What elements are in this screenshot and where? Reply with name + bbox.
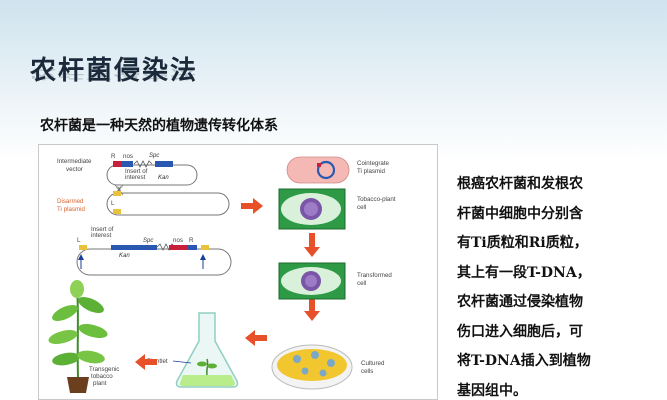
tobacco-plant-icon (48, 280, 108, 393)
slide-title: 农杆菌侵染法 (30, 56, 199, 86)
label-kan-1: Kan (158, 175, 169, 181)
figure-drawing: Intermediate vector R nos Spc Kan Insert… (48, 153, 396, 393)
label-kan-2: Kan (119, 253, 130, 259)
label-insert-2a: Insert of (91, 226, 114, 233)
arrow-left-icon-1 (245, 330, 267, 346)
petri-dish-icon (271, 344, 353, 390)
marker-yellow-3 (79, 245, 87, 250)
description-text: 根癌农杆菌和发根农 杆菌中细胞中分别含 有Ti质粒和Ri质粒， 其上有一段T-D… (457, 170, 647, 400)
description-line-5: 农杆菌通过侵染植物 (457, 294, 583, 310)
label-spc-2: Spc (143, 238, 153, 244)
description-line-2: 杆菌中细胞中分别含 (457, 205, 583, 222)
label-disarmed-2: Ti plasmid (57, 206, 86, 213)
label-intermediate-2: vector (66, 166, 83, 173)
label-spc-1: Spc (149, 153, 159, 159)
construct-loop-2 (76, 248, 232, 276)
description-line-4: 其上有一段T-DNA， (457, 264, 591, 281)
label-r-2: R (189, 237, 194, 244)
label-intermediate-1: Intermediate (57, 158, 92, 165)
marker-yellow-4 (201, 245, 209, 250)
marker-r-1 (113, 161, 121, 167)
marker-r-2 (187, 245, 197, 250)
label-insert-1a: Insert of (125, 168, 148, 175)
disarmed-plasmid-loop (106, 192, 230, 216)
marker-nos-2 (169, 245, 187, 250)
marker-yellow-1 (113, 191, 121, 196)
marker-kan-2 (111, 245, 157, 250)
description-line-7: 将T-DNA插入到植物 (457, 353, 591, 369)
label-cultured-2: cells (361, 368, 373, 375)
intermediate-vector-loop (106, 164, 198, 186)
label-disarmed-1: Disarmed (57, 198, 84, 205)
label-transgenic-2: tobacco (91, 373, 113, 380)
label-transformed-1: Transformed (357, 272, 392, 279)
label-r-1: R (111, 153, 116, 160)
arrow-right-icon (241, 198, 263, 214)
arrow-down-icon-2 (304, 297, 320, 321)
label-nos-2: nos (173, 237, 183, 244)
description-line-3: 有Ti质粒和Ri质粒， (457, 235, 588, 251)
spc-squiggle-2 (156, 243, 176, 251)
label-transformed-2: cell (357, 280, 366, 287)
slide-title-reflection: 农杆菌侵染法 (30, 66, 199, 81)
label-insert-2b: interest (91, 232, 112, 239)
red-arrows (135, 198, 320, 370)
label-insert-1b: interest (125, 174, 146, 181)
label-transgenic-1: Transgenic (89, 366, 119, 373)
tobacco-cell-icon (278, 188, 346, 230)
marker-kan-1 (155, 161, 173, 167)
label-transgenic-3: plant (93, 380, 107, 387)
label-cultured-1: Cultured (361, 360, 385, 367)
label-l-2: L (77, 237, 81, 244)
bacterium-icon (286, 156, 350, 184)
arrow-down-icon-1 (304, 233, 320, 257)
transformation-figure: Intermediate vector R nos Spc Kan Insert… (38, 144, 438, 400)
label-tobacco-cell-2: cell (357, 204, 366, 211)
slide-subtitle: 农杆菌是一种天然的植物遗传转化体系 (40, 118, 278, 134)
arrow-left-icon-2 (135, 354, 157, 370)
label-l-1: L (111, 200, 115, 207)
transformed-cell-icon (278, 262, 346, 300)
label-cointegrate-2: Ti plasmid (357, 168, 386, 175)
description-line-6: 伤口进入细胞后，可 (457, 323, 583, 340)
label-tobacco-cell-1: Tobacco-plant (357, 196, 396, 203)
marker-nos-1 (121, 161, 133, 167)
flask-icon (175, 312, 239, 388)
label-plantlet: Plantlet (147, 358, 168, 365)
spc-squiggle-1 (133, 160, 153, 168)
description-line-8: 基因组中。 (457, 382, 527, 399)
label-cointegrate-1: Cointegrate (357, 160, 390, 167)
description-line-1: 根癌农杆菌和发根农 (457, 176, 583, 192)
label-nos-1: nos (123, 153, 133, 160)
marker-yellow-2 (113, 209, 121, 214)
